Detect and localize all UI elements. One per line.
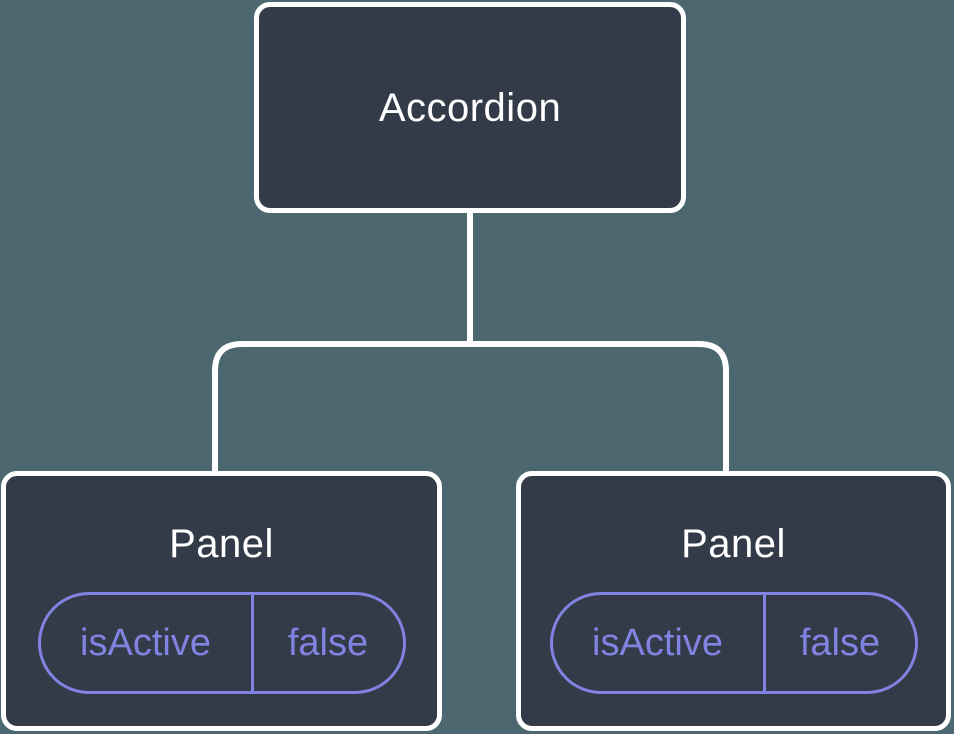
node-label: Accordion <box>378 85 562 130</box>
node-label: Panel <box>169 522 274 566</box>
state-pill-divider <box>250 595 254 691</box>
state-pill-divider <box>762 595 766 691</box>
state-pill: isActive false <box>37 592 406 694</box>
state-value: false <box>287 622 369 664</box>
state-pill: isActive false <box>549 592 918 694</box>
state-key: isActive <box>80 622 211 664</box>
state-value: false <box>799 622 881 664</box>
state-key: isActive <box>592 622 723 664</box>
branch-connector-line <box>212 341 729 474</box>
component-node-panel-left: Panel isActive false <box>1 471 442 731</box>
node-label: Panel <box>681 522 786 566</box>
component-node-accordion: Accordion <box>254 2 686 213</box>
component-node-panel-right: Panel isActive false <box>516 471 951 731</box>
